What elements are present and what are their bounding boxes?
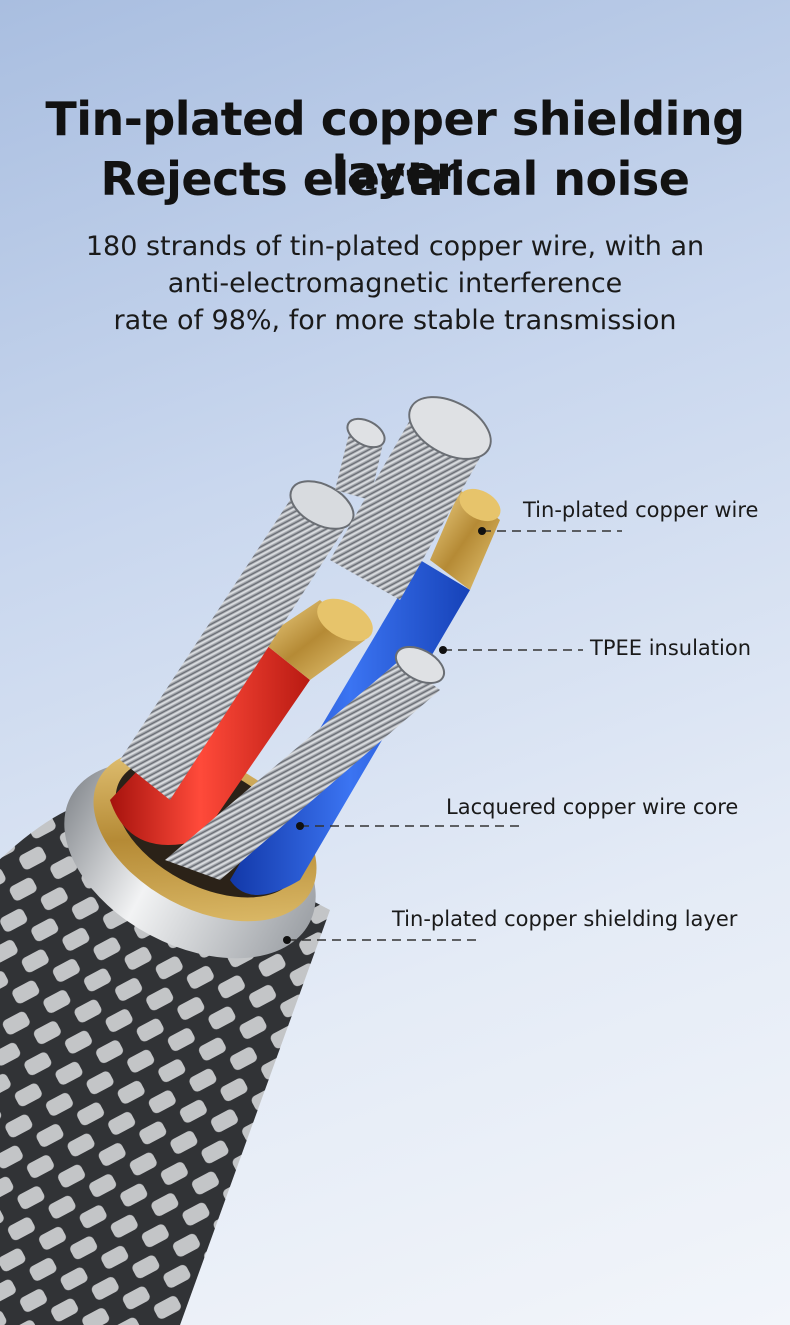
callout-dots bbox=[283, 527, 486, 944]
callout-leaders bbox=[287, 530, 622, 941]
strand-bundle bbox=[120, 500, 350, 800]
strand-bundle bbox=[165, 660, 440, 880]
cable-cross-section-illustration bbox=[0, 396, 622, 1325]
red-core bbox=[110, 640, 310, 845]
description-line: anti-electromagnetic interference bbox=[167, 268, 623, 299]
page-subtitle: Rejects electrical noise bbox=[100, 152, 690, 206]
callout-label-tpee-insulation: TPEE insulation bbox=[590, 636, 752, 660]
description-line: rate of 98%, for more stable transmissio… bbox=[113, 305, 677, 336]
callout-label-copper-wire: Tin-plated copper wire bbox=[523, 498, 759, 522]
callout-label-shielding-layer: Tin-plated copper shielding layer bbox=[392, 907, 738, 931]
description: 180 strands of tin-plated copper wire, w… bbox=[0, 228, 790, 339]
description-line: 180 strands of tin-plated copper wire, w… bbox=[85, 231, 705, 262]
strand-bundle bbox=[330, 420, 490, 600]
callout-label-lacquered-core: Lacquered copper wire core bbox=[446, 795, 739, 819]
page-title: Tin-plated copper shielding layer bbox=[45, 92, 745, 200]
